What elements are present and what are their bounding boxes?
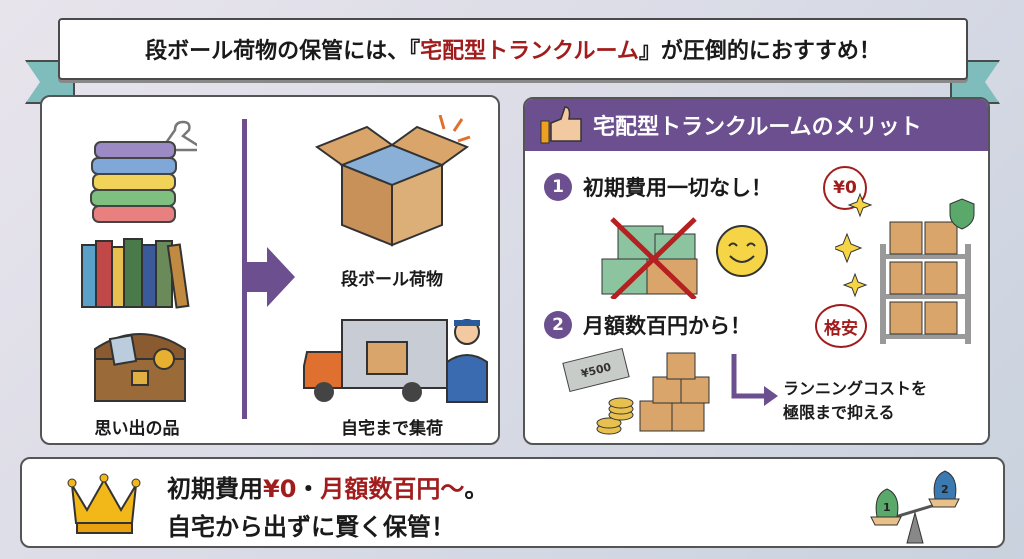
- delivery-truck-icon: [303, 319, 488, 403]
- crossed-boxes-icon: [601, 217, 698, 299]
- pickup-label: 自宅まで集荷: [341, 419, 443, 439]
- summary-period: 。: [464, 475, 489, 503]
- cardboard-box-icon: [314, 115, 471, 247]
- merits-header-text: 宅配型トランクルームのメリット: [593, 115, 922, 140]
- title-banner: 段ボール荷物の保管には、『宅配型トランクルーム』が圧倒的におすすめ！: [58, 18, 968, 80]
- summary-dot: ・: [296, 475, 321, 503]
- merit-number-2: 2: [544, 311, 572, 339]
- merits-panel: 宅配型トランクルームのメリット 1 初期費用一切なし！ ¥0 2 月額数百円から…: [523, 97, 990, 445]
- arrow-right-icon: [247, 247, 295, 307]
- merit-text-2: 月額数百円から！: [583, 314, 751, 338]
- title-text: 段ボール荷物の保管には、『: [145, 39, 421, 64]
- thumbs-up-icon: [540, 106, 582, 144]
- crown-icon: [67, 473, 141, 534]
- merit-text-1: 初期費用一切なし！: [583, 176, 772, 200]
- clothes-icon: [90, 120, 197, 223]
- divider-line: [242, 119, 247, 419]
- scale-label-1: 1: [883, 501, 891, 514]
- coins-boxes-icon: [596, 352, 710, 435]
- summary-text: 初期費用: [167, 475, 263, 503]
- note-line-2: 極限まで抑える: [783, 403, 895, 422]
- merits-header: 宅配型トランクルームのメリット: [525, 99, 988, 151]
- keepsakes-label: 思い出の品: [94, 419, 180, 439]
- balance-scale-icon: 1 2: [870, 470, 960, 544]
- summary-line-1: 初期費用¥0・月額数百円〜。: [167, 469, 488, 504]
- cardboard-label: 段ボール荷物: [341, 270, 443, 290]
- title-text-end: 』が圧倒的におすすめ！: [638, 39, 881, 64]
- merit-number-1: 1: [544, 173, 572, 201]
- summary-box: 初期費用¥0・月額数百円〜。 自宅から出ずに賢く保管！ 1 2: [20, 457, 1005, 548]
- title-highlight: 宅配型トランクルーム: [420, 39, 639, 64]
- books-icon: [81, 238, 190, 309]
- summary-highlight: 月額数百円〜: [320, 475, 465, 503]
- note-line-1: ランニングコストを: [783, 379, 928, 398]
- zero-yen-stamp: ¥0: [823, 166, 867, 210]
- scale-label-2: 2: [941, 483, 949, 496]
- running-cost-note: ランニングコストを 極限まで抑える: [783, 377, 927, 425]
- treasure-chest-icon: [94, 333, 186, 402]
- smiley-icon: [716, 225, 768, 277]
- bargain-stamp: 格安: [815, 304, 867, 348]
- storage-shelf-icon: [835, 192, 975, 344]
- arrow-bend-icon: [731, 354, 778, 406]
- summary-highlight: ¥0: [263, 475, 297, 503]
- summary-line-2: 自宅から出ずに賢く保管！: [167, 513, 455, 541]
- before-after-panel: 思い出の品 段ボール荷物 自宅まで集荷: [40, 95, 500, 445]
